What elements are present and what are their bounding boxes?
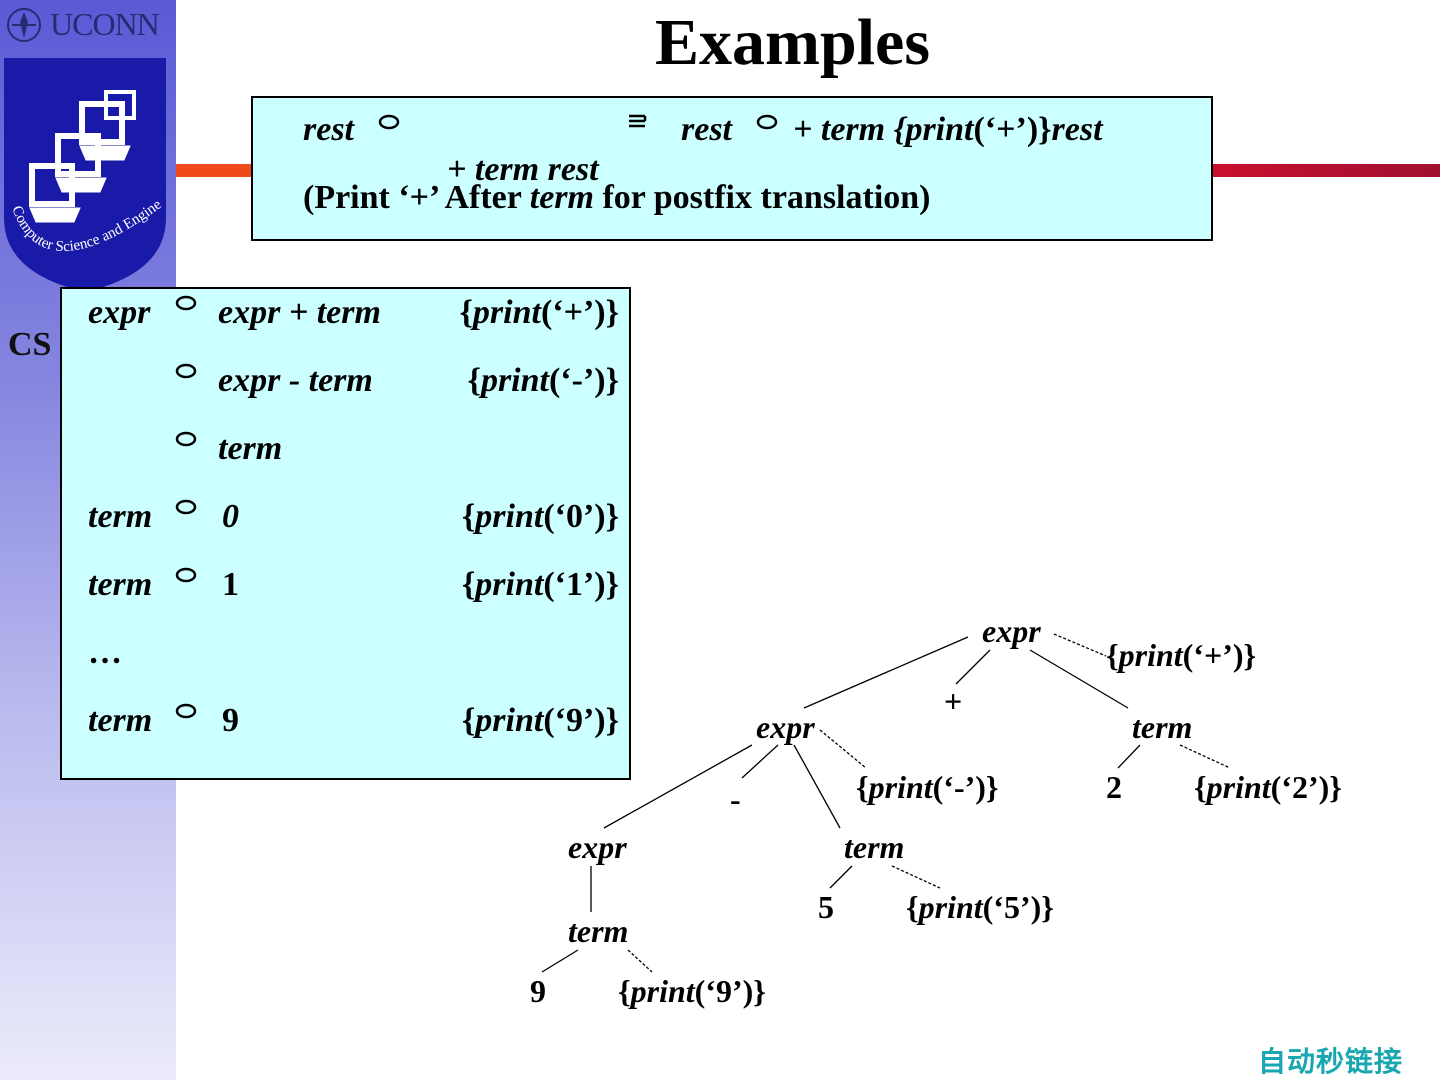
node-two: 2 <box>1106 769 1122 805</box>
side-label: CS <box>8 326 52 363</box>
grammar-rhs: expr + term <box>218 294 381 331</box>
grammar-rhs: 9 <box>222 702 239 739</box>
action-print-nine: {print(‘9’)} <box>618 973 766 1009</box>
rule-lhs: rest <box>303 111 354 148</box>
page-title: Examples <box>655 6 931 79</box>
rule-rhs-a: + term rest <box>447 151 599 188</box>
rule-box: rest + term rest rest + term {print(‘+’)… <box>251 96 1213 241</box>
grammar-rhs: 0 <box>222 498 239 535</box>
rule-rhs-b: rest <box>681 111 732 148</box>
node-five: 5 <box>818 889 834 925</box>
rule-note: (Print ‘+’ After term for postfix transl… <box>303 179 931 216</box>
production-arrow-icon <box>175 431 197 447</box>
action-print-plus: {print(‘+’)} <box>1106 637 1256 673</box>
node-term-mid: term <box>844 829 904 865</box>
university-seal-icon <box>7 8 41 42</box>
cse-department-logo: Computer Science and Engineering <box>2 58 166 292</box>
node-term-low: term <box>568 913 628 949</box>
production-arrow-icon <box>175 703 197 719</box>
node-minus: - <box>730 781 741 817</box>
grammar-box: expr expr + term {print(‘+’)} expr - term {p… <box>60 287 631 780</box>
grammar-action: {print(‘+’)} <box>459 294 619 331</box>
watermark-text: 自动秒链接 <box>1258 1045 1404 1078</box>
grammar-rhs: expr - term <box>218 362 373 399</box>
node-expr-low: expr <box>568 829 627 865</box>
accent-stripe-right <box>1212 164 1440 177</box>
grammar-lhs: expr <box>88 294 151 331</box>
grammar-rhs: term <box>218 430 283 467</box>
production-arrow-icon <box>378 114 400 130</box>
grammar-action: {print(‘9’)} <box>461 702 619 739</box>
node-plus: + <box>944 683 962 719</box>
node-term-right: term <box>1132 709 1192 745</box>
node-expr-mid: expr <box>756 709 815 745</box>
grammar-action: {print(‘1’)} <box>461 566 619 603</box>
uconn-logo-text: UCONN <box>50 6 160 42</box>
grammar-lhs: term <box>88 566 153 603</box>
grammar-action: {print(‘0’)} <box>461 498 619 535</box>
grammar-rhs: 1 <box>222 566 239 603</box>
rule-rhs-c: + term {print(‘+’)}rest <box>793 111 1103 148</box>
grammar-lhs: term <box>88 702 153 739</box>
production-arrow-icon <box>175 295 197 311</box>
grammar-action: {print(‘-’)} <box>467 362 619 399</box>
action-print-minus: {print(‘-’)} <box>856 769 999 805</box>
action-print-five: {print(‘5’)} <box>906 889 1054 925</box>
accent-stripe-left <box>176 164 256 177</box>
action-print-two: {print(‘2’)} <box>1194 769 1342 805</box>
grammar-lhs: term <box>88 498 153 535</box>
equivalence-icon <box>629 114 647 128</box>
production-arrow-icon <box>175 499 197 515</box>
production-arrow-icon <box>175 363 197 379</box>
production-arrow-icon <box>756 114 778 130</box>
production-arrow-icon <box>175 567 197 583</box>
node-nine: 9 <box>530 973 546 1009</box>
grammar-lhs: … <box>88 634 122 671</box>
tree-edges <box>541 633 1231 973</box>
node-expr-root: expr <box>982 613 1041 649</box>
